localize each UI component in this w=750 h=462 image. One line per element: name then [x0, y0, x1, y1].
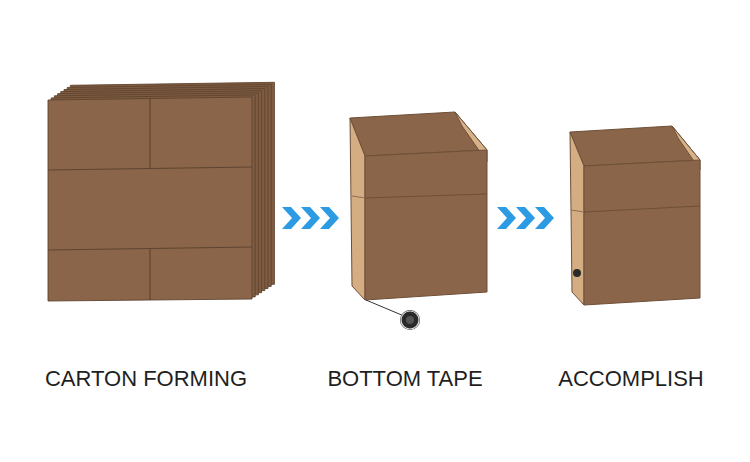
- finished-box: [570, 126, 700, 305]
- flow-chevrons: [282, 207, 554, 229]
- flat-carton-stack: [48, 82, 274, 301]
- step-label: ACCOMPLISH: [558, 366, 703, 392]
- step-label: BOTTOM TAPE: [327, 366, 482, 392]
- step-label: CARTON FORMING: [45, 366, 247, 392]
- open-box-taping: [350, 112, 487, 330]
